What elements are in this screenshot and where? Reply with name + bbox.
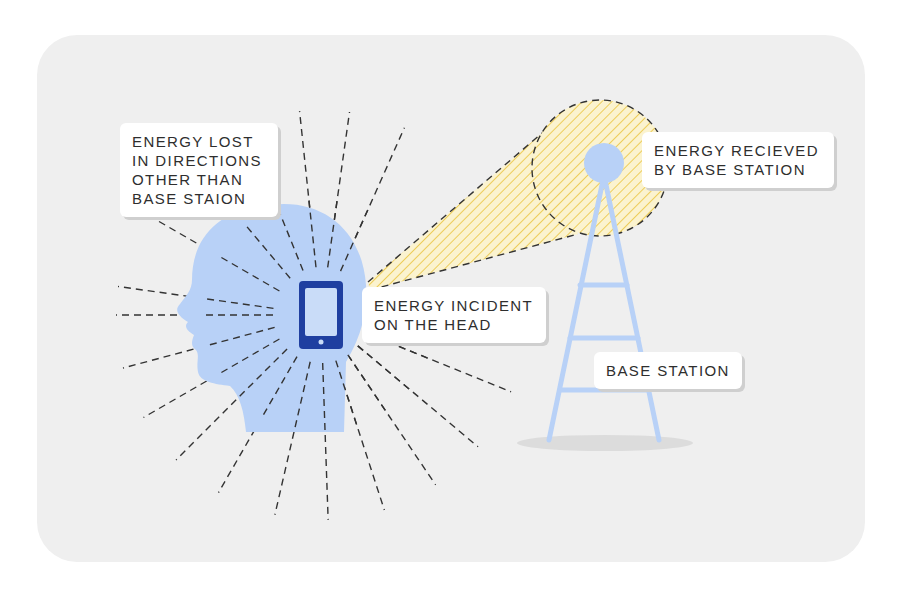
ray [205, 327, 275, 346]
ray [348, 355, 436, 485]
card-background [37, 35, 865, 562]
ray [276, 204, 303, 271]
callout-box: BASE STATION [594, 352, 742, 389]
ray [336, 361, 358, 429]
beam-edge [368, 128, 548, 282]
phone-button [319, 340, 324, 345]
tower-shadow [517, 435, 693, 451]
callout-text: ENERGY RECIEVED BY BASE STATION [654, 141, 822, 179]
callout-text: BASE STATION [606, 361, 730, 380]
ray [261, 357, 297, 419]
ray [294, 362, 310, 432]
callout-box: ENERGY INCIDENT ON THE HEAD [362, 287, 546, 343]
ray [244, 223, 290, 278]
tower [549, 180, 659, 440]
beam-edge [370, 234, 578, 290]
ray [323, 363, 326, 435]
tower-top [584, 143, 624, 183]
ray [217, 339, 279, 375]
phone-screen [305, 288, 337, 336]
phone [299, 281, 343, 349]
callout-text: ENERGY LOST IN DIRECTIONS OTHER THAN BAS… [132, 132, 266, 208]
ray [201, 314, 273, 315]
ray [358, 346, 413, 392]
ray [236, 349, 287, 400]
head-silhouette [177, 204, 366, 432]
ray [308, 196, 316, 268]
callout-box: ENERGY RECIEVED BY BASE STATION [642, 132, 834, 188]
ray [217, 255, 279, 291]
callout-box: ENERGY LOST IN DIRECTIONS OTHER THAN BAS… [120, 123, 278, 217]
callout-text: ENERGY INCIDENT ON THE HEAD [374, 296, 534, 334]
ray [328, 196, 338, 267]
ray [348, 355, 388, 415]
ray [341, 205, 370, 271]
ray [202, 298, 273, 308]
